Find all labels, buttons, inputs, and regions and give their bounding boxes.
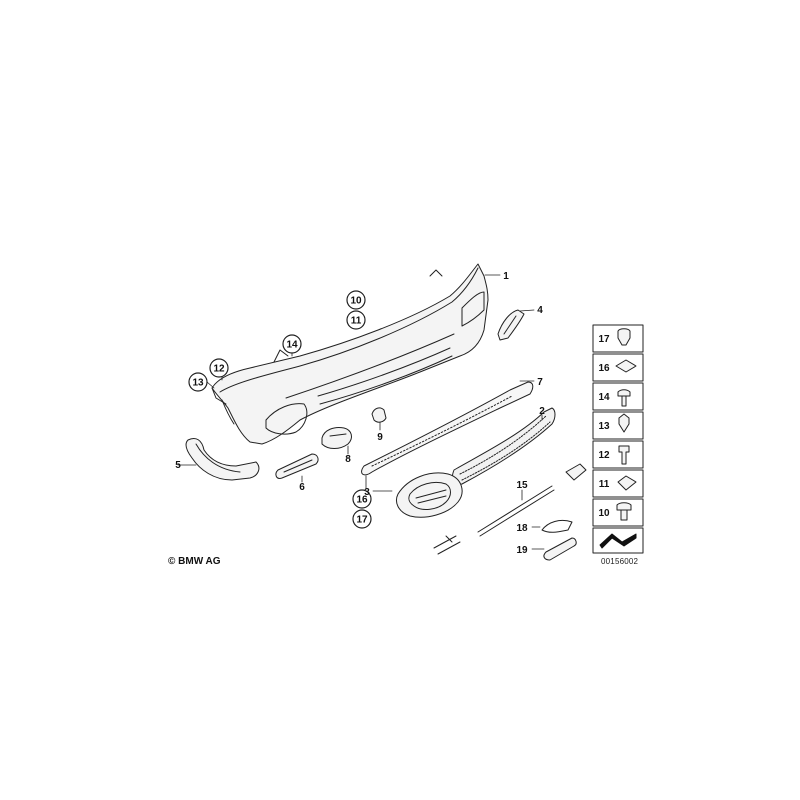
callout-label-13: 13 bbox=[192, 378, 204, 389]
clip-nut-11-icon bbox=[617, 475, 637, 491]
callout-label-8: 8 bbox=[345, 454, 351, 465]
legend-label-16: 16 bbox=[598, 363, 610, 374]
callout-label-3: 3 bbox=[364, 487, 370, 498]
callout-label-16: 16 bbox=[356, 495, 368, 506]
legend-label-17: 17 bbox=[598, 334, 610, 345]
arrow-icon bbox=[599, 533, 637, 549]
callout-label-18: 18 bbox=[516, 523, 528, 534]
callout-label-19: 19 bbox=[516, 545, 528, 556]
callout-label-1: 1 bbox=[503, 271, 509, 282]
screw-14-icon bbox=[617, 389, 631, 407]
callout-circle-11 bbox=[346, 310, 366, 330]
callout-label-5: 5 bbox=[175, 460, 181, 471]
callout-label-14: 14 bbox=[286, 340, 298, 351]
pins-part bbox=[433, 535, 461, 555]
callout-circle-12 bbox=[209, 358, 229, 378]
callout-label-2: 2 bbox=[539, 406, 545, 417]
legend-label-10: 10 bbox=[598, 508, 610, 519]
reflector-small-part bbox=[321, 427, 352, 449]
screw-12-icon bbox=[618, 445, 630, 465]
callout-circle-13 bbox=[188, 372, 208, 392]
copyright-label: © BMW AG bbox=[168, 556, 221, 567]
fastener-legend-panel bbox=[592, 324, 644, 554]
callout-circles: 10 11 14 12 13 16 17 bbox=[188, 290, 372, 529]
callout-circle-16 bbox=[352, 489, 372, 509]
bracket-right-part bbox=[497, 309, 525, 341]
clip-part bbox=[371, 407, 387, 423]
legend-label-11: 11 bbox=[599, 479, 610, 490]
legend-label-14: 14 bbox=[598, 392, 610, 403]
lower-trim-part bbox=[361, 381, 534, 476]
clip-set-part bbox=[541, 519, 573, 533]
legend-label-12: 12 bbox=[598, 450, 610, 461]
callout-label-11: 11 bbox=[351, 316, 362, 327]
bracket-left-part bbox=[185, 437, 260, 481]
fog-grille-part bbox=[396, 472, 463, 518]
cap-part bbox=[565, 463, 587, 481]
callout-circle-14 bbox=[282, 334, 302, 354]
callout-label-10: 10 bbox=[350, 296, 362, 307]
document-id: 00156002 bbox=[601, 557, 639, 566]
legend-labels: 17 16 14 13 12 11 10 bbox=[598, 334, 610, 519]
tube-part bbox=[543, 537, 577, 561]
rod-part bbox=[477, 485, 555, 537]
callout-label-7: 7 bbox=[537, 377, 543, 388]
leader-lines bbox=[177, 274, 545, 550]
callout-label-15: 15 bbox=[516, 480, 528, 491]
callout-circle-10 bbox=[346, 290, 366, 310]
reflector-left-part bbox=[275, 453, 319, 479]
clip-nut-16-icon bbox=[615, 359, 637, 373]
callout-label-17: 17 bbox=[356, 515, 368, 526]
callout-circle-17 bbox=[352, 509, 372, 529]
bumper-cover-part bbox=[211, 263, 489, 445]
rivet-13-icon bbox=[618, 413, 630, 433]
callout-label-12: 12 bbox=[213, 364, 225, 375]
screw-10-icon bbox=[616, 502, 632, 521]
screw-17-icon bbox=[617, 328, 631, 346]
legend-label-13: 13 bbox=[598, 421, 610, 432]
callout-label-4: 4 bbox=[537, 305, 543, 316]
callout-label-9: 9 bbox=[377, 432, 383, 443]
callout-label-6: 6 bbox=[299, 482, 305, 493]
